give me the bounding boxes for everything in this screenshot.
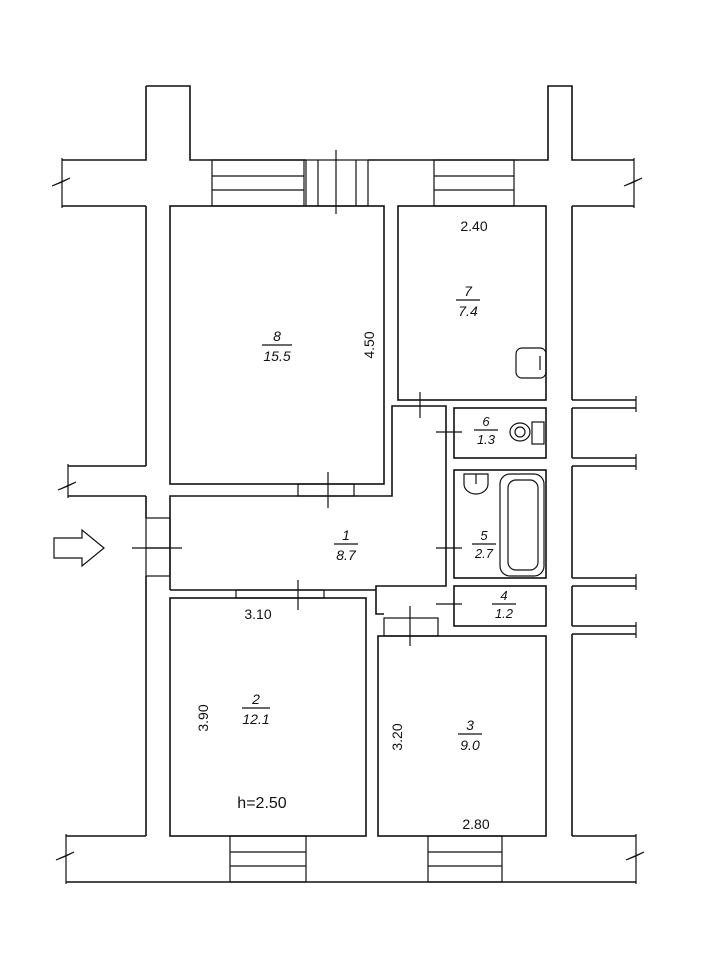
- room-number: 1: [342, 527, 350, 543]
- toilet-icon: [509, 421, 545, 445]
- room-area: 1.3: [477, 432, 496, 447]
- room-label-1: 1 8.7: [334, 527, 358, 563]
- room-number: 3: [466, 717, 474, 733]
- fixtures: [463, 347, 547, 577]
- room-label-3: 3 9.0: [458, 717, 482, 753]
- room-area: 15.5: [263, 348, 290, 364]
- room-label-4: 4 1.2: [492, 588, 516, 621]
- room-label-5: 5 2.7: [472, 528, 496, 561]
- room-area: 8.7: [336, 547, 357, 563]
- room-number: 5: [480, 528, 488, 543]
- room-area: 1.2: [495, 606, 514, 621]
- doors: [235, 392, 462, 646]
- windows: [132, 150, 515, 883]
- dimension-room3-width: 2.80: [462, 816, 489, 832]
- room-label-8: 8 15.5: [262, 328, 292, 364]
- room-area: 9.0: [460, 737, 480, 753]
- dimension-room2-side: 3.90: [195, 704, 211, 731]
- bathtub-icon: [499, 473, 545, 577]
- room-label-6: 6 1.3: [474, 414, 498, 447]
- room-number: 4: [500, 588, 507, 603]
- room-number: 8: [273, 328, 281, 344]
- room-area: 12.1: [242, 711, 269, 727]
- room-area: 2.7: [474, 546, 494, 561]
- interior-walls: [169, 205, 547, 837]
- room-number: 2: [251, 691, 260, 707]
- room-area: 7.4: [458, 303, 478, 319]
- room-number: 6: [482, 414, 490, 429]
- ceiling-height-label: h=2.50: [237, 795, 286, 812]
- dimension-room2-width: 3.10: [244, 606, 271, 622]
- dimension-room3-side: 3.20: [389, 723, 405, 750]
- arrow-right-icon: [53, 528, 105, 568]
- dimension-room8-side: 4.50: [361, 331, 377, 358]
- room-number: 7: [464, 283, 473, 299]
- dimension-room7-width: 2.40: [460, 218, 487, 234]
- room-label-7: 7 7.4: [456, 283, 480, 319]
- room-label-2: 2 12.1: [242, 691, 270, 727]
- kitchen-sink-icon: [515, 347, 547, 379]
- exterior-walls: [51, 85, 645, 884]
- bathroom-sink-icon: [463, 473, 489, 495]
